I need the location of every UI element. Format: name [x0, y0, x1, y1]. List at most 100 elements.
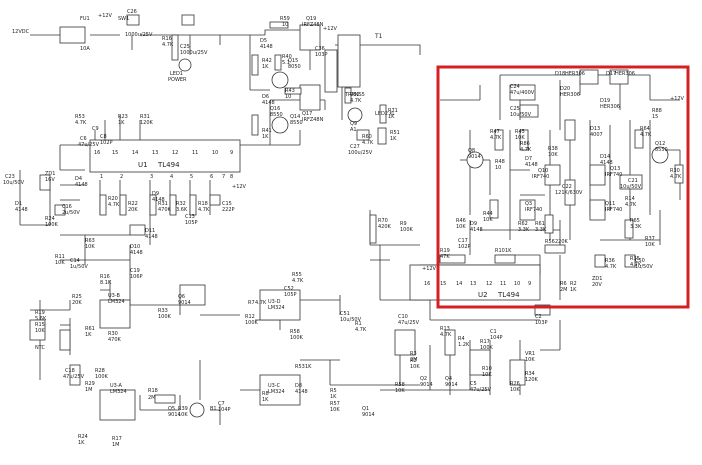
component-label-c21: C21	[628, 178, 638, 184]
component-label-d13: D13	[590, 126, 600, 132]
component-label-r51v: 1K	[390, 136, 397, 142]
component-label-c15v: 222P	[222, 207, 235, 213]
component-label-c13v: 105P	[185, 220, 198, 226]
component-label-r57: R57	[330, 401, 340, 407]
resistor-r62	[544, 214, 554, 234]
component-label-r63: R63	[85, 238, 95, 244]
component-label-c5: C5	[470, 381, 477, 387]
opamp-u3d-part: LM324	[268, 305, 285, 311]
component-label-d8v: 4148	[295, 389, 308, 395]
component-label-r25v: 20K	[72, 300, 82, 306]
opamp-u3b-part: LM324	[108, 299, 125, 305]
resistor-r71	[379, 104, 387, 124]
component-label-q19v: IRFZ48N	[302, 22, 324, 28]
component-label-c13: C13	[185, 214, 195, 220]
component-label-r17v: 1M	[112, 442, 120, 448]
component-label-d20: D20	[560, 86, 570, 92]
component-label-r38: R38	[548, 146, 558, 152]
ntc	[29, 319, 46, 341]
transformer-t1	[337, 34, 361, 88]
component-label-r25: R25	[72, 294, 82, 300]
component-label-q6: Q6	[178, 294, 185, 300]
component-label-c24v: 47u/400V	[510, 90, 535, 96]
d13	[564, 119, 576, 141]
fuse-fu1	[59, 26, 86, 44]
component-label-q5v: 9014	[168, 412, 181, 418]
component-label-led2: LED2 红	[375, 110, 395, 117]
component-label-zd1v: 16V	[45, 177, 55, 183]
component-label-r53v: 4.7K	[75, 120, 87, 126]
resistor-r44	[489, 199, 499, 219]
opamp-u3b-name: U3-B	[108, 293, 120, 299]
component-label-r8v: 1K	[262, 397, 269, 403]
buzzer-b1	[189, 402, 205, 418]
mosfet-q11	[589, 199, 606, 221]
mosfet-q10	[544, 164, 561, 186]
resistor-r65	[624, 219, 634, 239]
component-label-r12v: 100K	[245, 320, 259, 326]
component-label-r30b: R30	[670, 168, 680, 174]
u2-pin: 11	[500, 281, 506, 287]
opamp-u3c-part: LM324	[268, 389, 285, 395]
component-label-r58b: R58	[395, 382, 405, 388]
q12	[651, 146, 669, 164]
component-label-r62: R62	[518, 221, 528, 227]
component-label-led1: LED1	[170, 71, 183, 77]
component-label-c2: C2	[535, 314, 542, 320]
component-label-r2v: 10K	[410, 364, 420, 370]
component-label-r1: R1	[355, 321, 362, 327]
component-label-r48: R48	[495, 159, 505, 165]
component-label-r30: R30	[108, 331, 118, 337]
u1-pin: 8	[230, 174, 233, 180]
component-label-r35v: 4.7K	[630, 262, 642, 268]
component-label-d7: D7	[525, 156, 532, 162]
component-label-r62v: 3.3K	[518, 227, 530, 233]
component-label-c26: C26	[127, 9, 137, 15]
component-label-c19: C19	[130, 268, 140, 274]
ic-u2-name: U2	[478, 291, 488, 299]
ic-u2-part: TL494	[497, 291, 520, 299]
vcc-label: +12V	[422, 266, 437, 272]
component-label-r28: R28	[95, 368, 105, 374]
component-label-r15: R15	[35, 322, 45, 328]
component-label-r64v: 4.7K	[640, 132, 652, 138]
component-label-r52: R52	[350, 92, 360, 98]
component-label-d18: D18	[555, 71, 565, 77]
component-label-q8v: 9014	[468, 154, 481, 160]
component-label-r58v: 100K	[290, 335, 304, 341]
component-label-r41: R41	[262, 128, 272, 134]
ic-u1	[89, 139, 241, 173]
component-label-q16: Q16	[270, 106, 280, 112]
resistor-r51	[377, 127, 387, 145]
led1	[178, 58, 192, 72]
component-label-led1v: POWER	[168, 77, 187, 83]
component-label-c50v: 1u/50V	[635, 264, 653, 270]
component-label-r18b: R18	[148, 388, 158, 394]
component-label-r7v: 4.7K	[255, 300, 267, 306]
component-label-c14: C14	[70, 258, 80, 264]
u2-pin: 12	[486, 281, 492, 287]
component-label-c2v: 103P	[535, 320, 548, 326]
component-label-r38v: 10K	[548, 152, 558, 158]
vr1	[509, 359, 526, 386]
component-label-q16v: 8550	[270, 112, 283, 118]
component-label-r31bv: 470K	[158, 207, 172, 213]
resistor-r32	[169, 194, 177, 216]
component-label-r10b: R10	[495, 248, 505, 254]
component-label-r34: R34	[525, 371, 535, 377]
component-label-r70v: 420K	[378, 224, 392, 230]
component-label-r65: R65	[630, 218, 640, 224]
component-label-zd1b: ZD1	[592, 276, 602, 282]
resistor-r10b	[494, 254, 516, 264]
resistor-r31b	[149, 194, 157, 216]
component-label-q1v: 9014	[362, 412, 375, 418]
component-label-q2v: 9014	[420, 382, 433, 388]
component-label-r22v: 20K	[128, 207, 138, 213]
component-label-r71v: 1K	[388, 114, 395, 120]
component-label-r18bv: 2M	[148, 395, 156, 401]
opamp-u3b-box	[99, 299, 131, 329]
component-label-r86v: 4.7K	[520, 147, 532, 153]
component-label-r4v: 1.2K	[458, 342, 470, 348]
component-label-q19: Q19	[306, 16, 316, 22]
component-label-r34v: 120K	[525, 377, 539, 383]
